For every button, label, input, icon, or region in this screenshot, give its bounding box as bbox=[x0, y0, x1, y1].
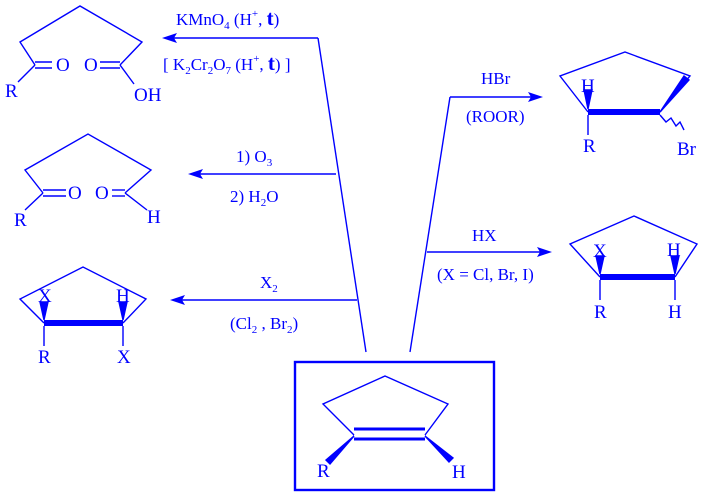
product-halide bbox=[568, 215, 699, 300]
branch-line-left bbox=[317, 37, 367, 353]
halide-r: R bbox=[594, 302, 607, 323]
dialdehyde-o-right: O bbox=[95, 183, 109, 204]
hbr-condition: (ROOR) bbox=[466, 107, 525, 126]
dihalide-h-top: H bbox=[116, 286, 130, 307]
alkene-h-label: H bbox=[452, 462, 466, 483]
diacid-o-left: O bbox=[56, 55, 70, 76]
branch-line-right bbox=[409, 96, 451, 353]
arrow-oxidation bbox=[162, 33, 318, 43]
arrow-hx bbox=[427, 247, 552, 257]
start-box bbox=[293, 360, 496, 492]
hbr-reagent: HBr bbox=[481, 69, 511, 88]
hx-condition: (X = Cl, Br, I) bbox=[437, 265, 534, 284]
ozonolysis-step-1: 1) O3 bbox=[236, 147, 273, 169]
dialdehyde-o-left: O bbox=[68, 183, 82, 204]
arrow-halogenation bbox=[170, 295, 357, 305]
product-bromide bbox=[558, 51, 692, 135]
wedge-bond-r bbox=[324, 435, 355, 466]
arrow-ozonolysis bbox=[188, 169, 336, 179]
diacid-oh: OH bbox=[134, 85, 162, 106]
bromide-r: R bbox=[583, 136, 596, 157]
ring-bonds bbox=[321, 375, 450, 436]
bromide-br: Br bbox=[677, 139, 697, 160]
dihalide-x-bottom: X bbox=[117, 347, 131, 368]
oxidation-reagent-kmno4: KMnO4 (H+, t) bbox=[176, 6, 279, 32]
diacid-o-right: O bbox=[84, 55, 98, 76]
halide-x: X bbox=[593, 241, 607, 262]
halogenation-reagent: X2 bbox=[260, 273, 278, 295]
wavy-bond bbox=[659, 114, 685, 131]
arrow-hbr bbox=[450, 92, 543, 102]
product-dialdehyde bbox=[23, 133, 153, 211]
halide-h-bottom: H bbox=[668, 302, 682, 323]
ozonolysis-step-2: 2) H2O bbox=[230, 187, 278, 209]
starting-cyclopentene bbox=[321, 375, 455, 466]
dihalide-r: R bbox=[38, 347, 51, 368]
wedge-bond-h bbox=[424, 435, 455, 464]
halogenation-examples: (Cl2 , Br2) bbox=[230, 314, 298, 336]
dihalide-x-top: X bbox=[38, 286, 52, 307]
oxidation-reagent-dichromate: [ K2Cr2O7 (H+, t) ] bbox=[163, 51, 290, 77]
dialdehyde-h: H bbox=[147, 207, 161, 228]
product-dihalide bbox=[18, 266, 148, 346]
bromide-h: H bbox=[581, 76, 595, 97]
product-diacid bbox=[17, 5, 144, 85]
dialdehyde-r: R bbox=[14, 210, 27, 231]
hx-reagent: HX bbox=[472, 226, 497, 245]
halide-h-top: H bbox=[667, 240, 681, 261]
diacid-r: R bbox=[5, 81, 18, 102]
alkene-r-label: R bbox=[317, 461, 330, 482]
